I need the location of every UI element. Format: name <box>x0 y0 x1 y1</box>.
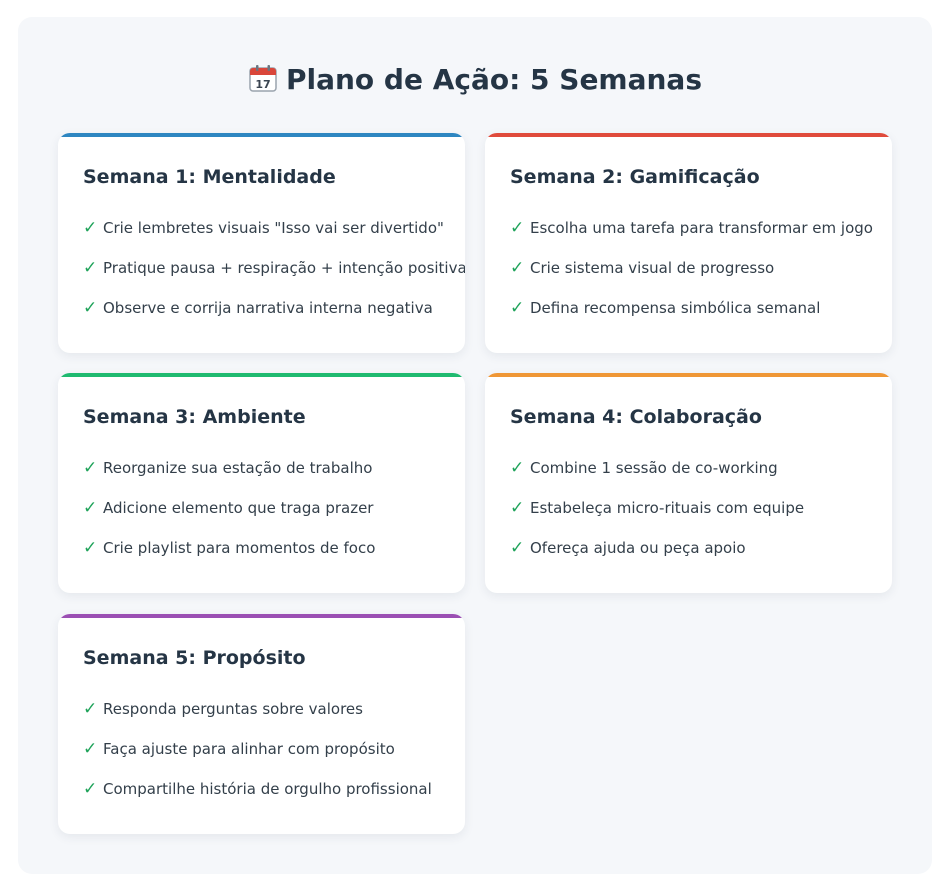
task-text: Pratique pausa + respiração + intenção p… <box>103 259 465 277</box>
task-list: ✓ Combine 1 sessão de co-working ✓ Estabel… <box>510 457 804 577</box>
week-card-1: Semana 1: Mentalidade ✓ Crie lembretes vi… <box>58 133 465 353</box>
check-icon: ✓ <box>83 699 98 719</box>
week-card-3: Semana 3: Ambiente ✓ Reorganize sua estaç… <box>58 373 465 593</box>
task-text: Estabeleça micro-rituais com equipe <box>530 499 805 517</box>
task-item: ✓ Defina recompensa simbólica semanal <box>510 297 873 337</box>
week-title: Semana 1: Mentalidade <box>83 166 336 188</box>
task-list: ✓ Crie lembretes visuais "Isso vai ser di… <box>83 217 465 337</box>
task-item: ✓ Crie sistema visual de progresso <box>510 257 873 297</box>
check-icon: ✓ <box>83 498 98 518</box>
task-text: Reorganize sua estação de trabalho <box>103 459 373 477</box>
check-icon: ✓ <box>83 538 98 558</box>
task-item: ✓ Adicione elemento que traga prazer <box>83 497 375 537</box>
week-title: Semana 5: Propósito <box>83 647 306 669</box>
check-icon: ✓ <box>83 258 98 278</box>
task-text: Ofereça ajuda ou peça apoio <box>530 539 746 557</box>
task-text: Escolha uma tarefa para transformar em j… <box>530 219 873 237</box>
check-icon: ✓ <box>510 258 525 278</box>
task-item: ✓ Crie lembretes visuais "Isso vai ser di… <box>83 217 465 257</box>
task-item: ✓ Reorganize sua estação de trabalho <box>83 457 375 497</box>
check-icon: ✓ <box>510 498 525 518</box>
week-title: Semana 2: Gamificação <box>510 166 760 188</box>
task-text: Crie sistema visual de progresso <box>530 259 775 277</box>
task-text: Responda perguntas sobre valores <box>103 700 363 718</box>
check-icon: ✓ <box>510 458 525 478</box>
svg-text:17: 17 <box>255 78 270 91</box>
task-item: ✓ Combine 1 sessão de co-working <box>510 457 804 497</box>
week-title: Semana 3: Ambiente <box>83 406 306 428</box>
week-card-4: Semana 4: Colaboração ✓ Combine 1 sessão … <box>485 373 892 593</box>
task-item: ✓ Compartilhe história de orgulho profiss… <box>83 778 432 818</box>
task-text: Compartilhe história de orgulho profissi… <box>103 780 432 798</box>
task-item: ✓ Ofereça ajuda ou peça apoio <box>510 537 804 577</box>
task-text: Observe e corrija narrativa interna nega… <box>103 299 433 317</box>
task-text: Adicione elemento que traga prazer <box>103 499 374 517</box>
task-list: ✓ Reorganize sua estação de trabalho ✓ Adi… <box>83 457 375 577</box>
page-title-text: Plano de Ação: 5 Semanas <box>285 63 702 96</box>
task-item: ✓ Pratique pausa + respiração + intenção … <box>83 257 465 297</box>
check-icon: ✓ <box>510 298 525 318</box>
task-text: Crie lembretes visuais "Isso vai ser div… <box>103 219 444 237</box>
task-item: ✓ Observe e corrija narrativa interna neg… <box>83 297 465 337</box>
task-item: ✓ Estabeleça micro-rituais com equipe <box>510 497 804 537</box>
check-icon: ✓ <box>83 218 98 238</box>
task-text: Defina recompensa simbólica semanal <box>530 299 821 317</box>
task-item: ✓ Faça ajuste para alinhar com propósito <box>83 738 432 778</box>
task-text: Combine 1 sessão de co-working <box>530 459 778 477</box>
check-icon: ✓ <box>510 218 525 238</box>
page-title: 17 Plano de Ação: 5 Semanas <box>0 60 950 100</box>
task-text: Faça ajuste para alinhar com propósito <box>103 740 395 758</box>
task-item: ✓ Escolha uma tarefa para transformar em … <box>510 217 873 257</box>
check-icon: ✓ <box>510 538 525 558</box>
task-item: ✓ Crie playlist para momentos de foco <box>83 537 375 577</box>
check-icon: ✓ <box>83 739 98 759</box>
task-list: ✓ Responda perguntas sobre valores ✓ Faça … <box>83 698 432 818</box>
check-icon: ✓ <box>83 779 98 799</box>
check-icon: ✓ <box>83 458 98 478</box>
week-card-2: Semana 2: Gamificação ✓ Escolha uma taref… <box>485 133 892 353</box>
task-item: ✓ Responda perguntas sobre valores <box>83 698 432 738</box>
task-list: ✓ Escolha uma tarefa para transformar em … <box>510 217 873 337</box>
week-title: Semana 4: Colaboração <box>510 406 762 428</box>
check-icon: ✓ <box>83 298 98 318</box>
calendar-icon: 17 <box>249 65 277 92</box>
task-text: Crie playlist para momentos de foco <box>103 539 376 557</box>
week-card-5: Semana 5: Propósito ✓ Responda perguntas … <box>58 614 465 834</box>
